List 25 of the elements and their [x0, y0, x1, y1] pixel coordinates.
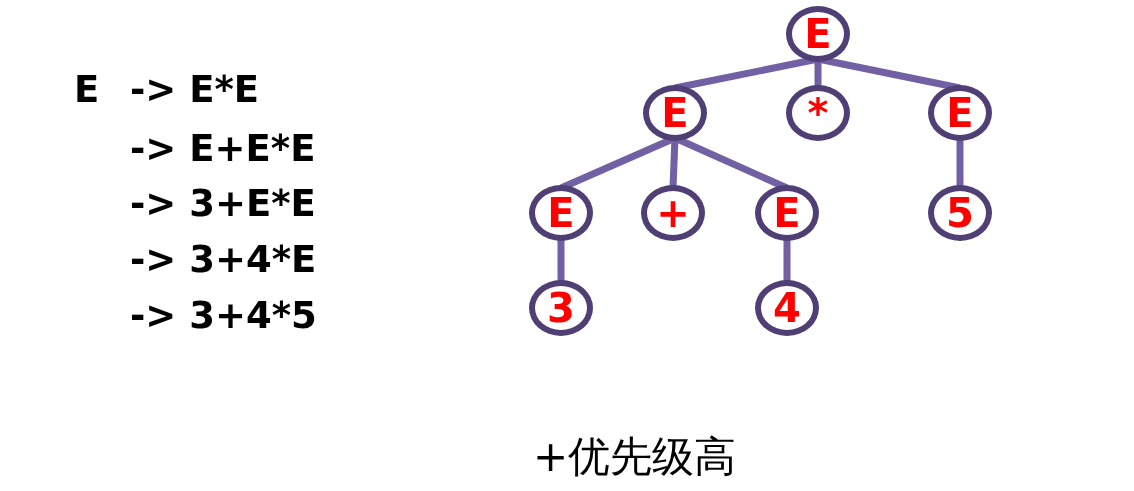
node-symbol: E [804, 14, 832, 54]
derivation-step: -> 3+4*E [130, 241, 317, 278]
derivation-step: -> E*E [130, 71, 260, 108]
node-symbol: + [656, 193, 690, 233]
node-symbol: 3 [547, 288, 575, 328]
derivation-step: -> E+E*E [130, 130, 316, 167]
tree-node [928, 85, 992, 141]
node-symbol: E [946, 93, 974, 133]
tree-edge [783, 238, 791, 283]
derivation-step: -> 3+E*E [130, 185, 316, 222]
derivation-step: -> 3+4*5 [130, 297, 317, 334]
node-symbol: E [661, 93, 689, 133]
tree-node [755, 280, 819, 336]
tree-node [786, 6, 850, 62]
tree-edge [956, 138, 964, 188]
caption: +优先级高 [533, 436, 737, 478]
tree-edge [557, 238, 565, 283]
node-symbol: * [807, 93, 829, 133]
node-symbol: 4 [773, 288, 801, 328]
start-symbol: E [74, 71, 100, 108]
node-symbol: 5 [946, 193, 974, 233]
node-symbol: E [773, 193, 801, 233]
tree-edge [814, 59, 822, 88]
tree-node [755, 185, 819, 241]
node-symbol: E [547, 193, 575, 233]
